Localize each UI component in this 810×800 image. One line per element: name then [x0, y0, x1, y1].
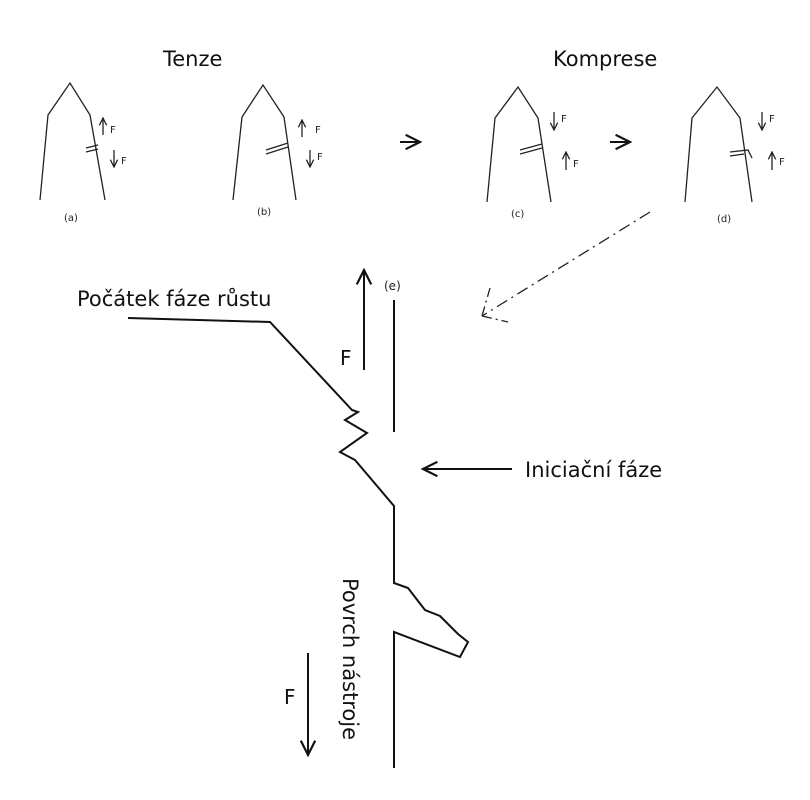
- force-label: F: [573, 159, 579, 170]
- force-label-main: F: [340, 346, 352, 370]
- panel-label: (d): [717, 214, 731, 225]
- crack-initiation-mark: [85, 144, 99, 149]
- force-label-main: F: [284, 685, 296, 709]
- main-crack-diagram: F (e) Počátek fáze růstu Iniciační fáze …: [77, 270, 662, 768]
- tool-tip-outline: [684, 85, 753, 203]
- tool-surface-label: Povrch nástroje: [338, 578, 362, 740]
- crack-initiation-mark: [85, 148, 99, 153]
- crack-mark: [265, 146, 289, 155]
- initiation-label: Iniciační fáze: [525, 458, 662, 482]
- panel-label: (a): [64, 213, 78, 224]
- crack-mark: [729, 153, 745, 157]
- compression-heading: Komprese: [553, 47, 657, 71]
- crack-mark: [519, 143, 543, 151]
- force-label: F: [769, 114, 775, 125]
- force-label: F: [561, 114, 567, 125]
- panel-c: F F (c): [486, 85, 579, 220]
- force-label: F: [317, 152, 323, 163]
- force-label: F: [315, 125, 321, 136]
- force-label: F: [110, 125, 116, 136]
- crack-mark: [519, 147, 543, 155]
- tool-tip-outline: [232, 83, 297, 201]
- panel-label: (c): [511, 209, 524, 220]
- crack-outline: [127, 317, 470, 768]
- panel-a: F F (a): [39, 81, 127, 224]
- growth-start-label: Počátek fáze růstu: [77, 287, 271, 311]
- tension-heading: Tenze: [162, 47, 222, 71]
- crack-mark: [265, 142, 289, 151]
- panel-b: F F (b): [232, 83, 323, 218]
- force-label: F: [121, 156, 127, 167]
- panel-d: F F (d): [684, 85, 785, 225]
- crack-mark: [729, 149, 753, 159]
- tool-tip-outline: [486, 85, 552, 203]
- force-label: F: [779, 157, 785, 168]
- zoom-arrow: [481, 211, 651, 323]
- panel-label-e: (e): [384, 279, 401, 293]
- tool-tip-outline: [39, 81, 106, 201]
- panel-label: (b): [257, 207, 271, 218]
